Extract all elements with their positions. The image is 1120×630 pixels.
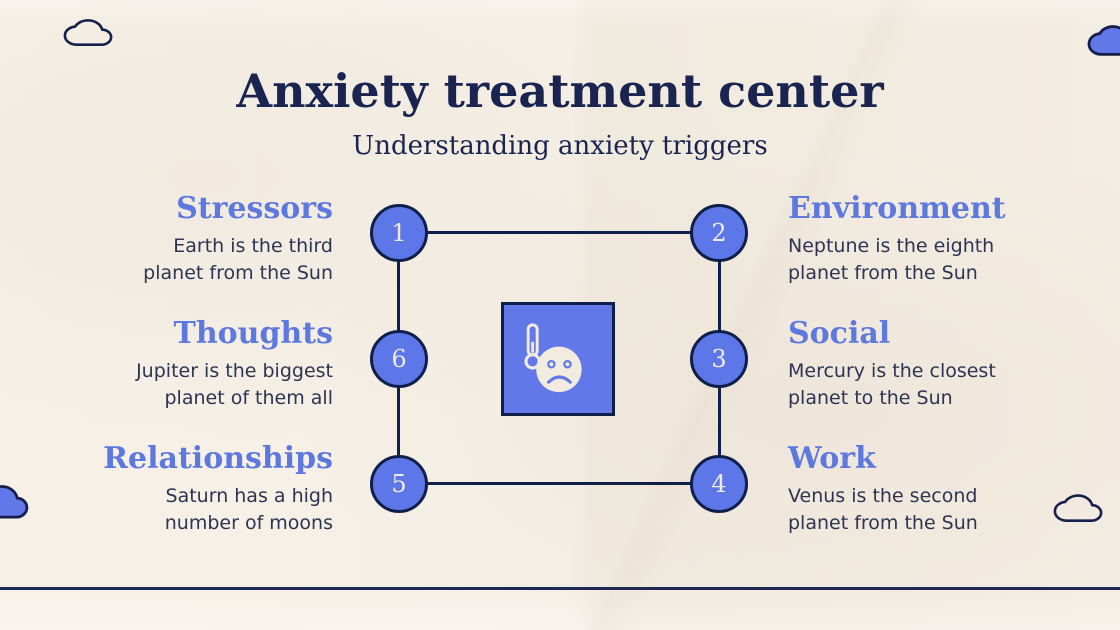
cloud-icon: [1052, 487, 1104, 523]
node-number: 3: [711, 345, 727, 373]
node-circle-5: 5: [370, 455, 428, 513]
node-number: 5: [391, 470, 407, 498]
connector-bottom: [399, 482, 719, 485]
connector-top: [399, 231, 719, 234]
item-title: Relationships: [103, 441, 333, 476]
node-number: 4: [711, 470, 727, 498]
page-title: Anxiety treatment center: [236, 64, 884, 118]
node-circle-3: 3: [690, 330, 748, 388]
thermometer-icon: [524, 323, 541, 370]
node-circle-2: 2: [690, 204, 748, 262]
center-anxiety-tile: [501, 302, 615, 416]
item-title: Thoughts: [173, 316, 334, 351]
item-title: Stressors: [176, 191, 333, 226]
bottom-divider: [0, 587, 1120, 590]
cloud-icon: [62, 12, 114, 47]
node-circle-4: 4: [690, 455, 748, 513]
sad-face-icon: [536, 346, 582, 393]
cloud-icon: [1086, 17, 1120, 57]
item-title: Social: [788, 316, 891, 351]
node-number: 2: [711, 219, 727, 247]
cloud-icon: [0, 476, 30, 520]
page-subtitle: Understanding anxiety triggers: [352, 131, 768, 161]
node-number: 6: [391, 345, 407, 373]
node-number: 1: [391, 219, 407, 247]
item-title: Environment: [788, 191, 1006, 226]
node-circle-1: 1: [370, 204, 428, 262]
node-circle-6: 6: [370, 330, 428, 388]
item-title: Work: [788, 441, 876, 476]
thermometer-sad-face-icon: [524, 323, 582, 393]
